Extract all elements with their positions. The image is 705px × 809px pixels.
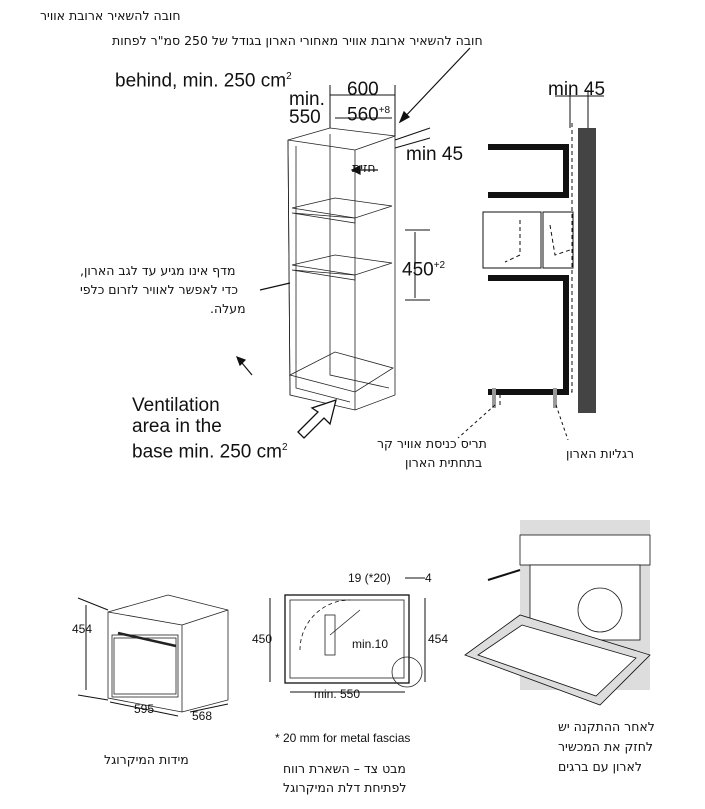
dim-560-label: 560+8 <box>347 104 391 126</box>
side-view-note-line-2: לפתיחת דלת המיקרוגל <box>283 780 407 795</box>
min-45-side-label: min 45 <box>548 79 606 100</box>
side-view-drawing <box>269 577 426 693</box>
dim-568-label: 568 <box>192 709 213 723</box>
cabinet-drawing <box>287 115 396 411</box>
dim-4-label: 4 <box>425 571 432 585</box>
min-10-label: min.10 <box>352 637 389 651</box>
front-label: חזית <box>352 160 376 175</box>
dim-595-label: 595 <box>134 702 155 716</box>
microwave-drawing <box>77 594 229 717</box>
dim-450-label: 450+2 <box>402 259 446 281</box>
install-note-line-2: לחזק את המכשיר <box>558 739 653 754</box>
min-label: min. <box>289 89 325 110</box>
install-note-line-1: לאחר ההתקנה יש <box>558 719 655 734</box>
ventilation-line-2: area in the <box>132 416 222 437</box>
annotation-arrows <box>235 47 471 376</box>
metal-fascia-note: * 20 mm for metal fascias <box>275 731 411 745</box>
dim-19-label: 19 (*20) <box>348 571 391 585</box>
ventilation-arrow-icon <box>297 399 337 439</box>
ventilation-line-1: Ventilation <box>132 395 220 416</box>
installed-microwave-drawing <box>464 520 651 706</box>
air-gap-label: חובה להשאיר ארובת אוויר <box>40 8 181 23</box>
cold-air-inlet-line-2: בתחתית הארון <box>405 455 483 470</box>
cold-air-inlet-line-1: תריס כניסת אוויר קר <box>377 436 487 451</box>
min-550-label: 550 <box>289 107 321 128</box>
install-note-line-3: לארון עם ברגים <box>558 759 642 774</box>
min-45-cabinet-label: min 45 <box>406 144 464 165</box>
dim-454-left-label: 454 <box>72 622 93 636</box>
behind-area-label: behind, min. 250 cm2 <box>115 70 292 92</box>
cabinet-legs-label: רגליות הארון <box>566 446 635 461</box>
min-550-side-label: min. 550 <box>314 687 361 701</box>
dim-450-side-label: 450 <box>252 632 273 646</box>
side-view-note-line-1: מבט צד – השארת רווח <box>283 761 406 776</box>
shelf-note-line-1: מדף אינו מגיע עד לגב הארון, <box>80 263 236 278</box>
dim-600-label: 600 <box>347 79 379 100</box>
microwave-dimensions-label: מידות המיקרוגל <box>104 752 189 767</box>
shelf-note-line-3: מעלה. <box>210 301 246 316</box>
dim-454-side-label: 454 <box>428 632 449 646</box>
rear-air-gap-note: חובה להשאיר ארובת אוויר מאחורי הארון בגו… <box>112 33 483 48</box>
shelf-note-line-2: כדי לאפשר לאוויר לזרום כלפי <box>80 282 238 297</box>
ventilation-line-3: base min. 250 cm2 <box>132 441 288 463</box>
cabinet-cross-section <box>457 90 604 441</box>
cabinet-dimensions <box>329 85 431 301</box>
